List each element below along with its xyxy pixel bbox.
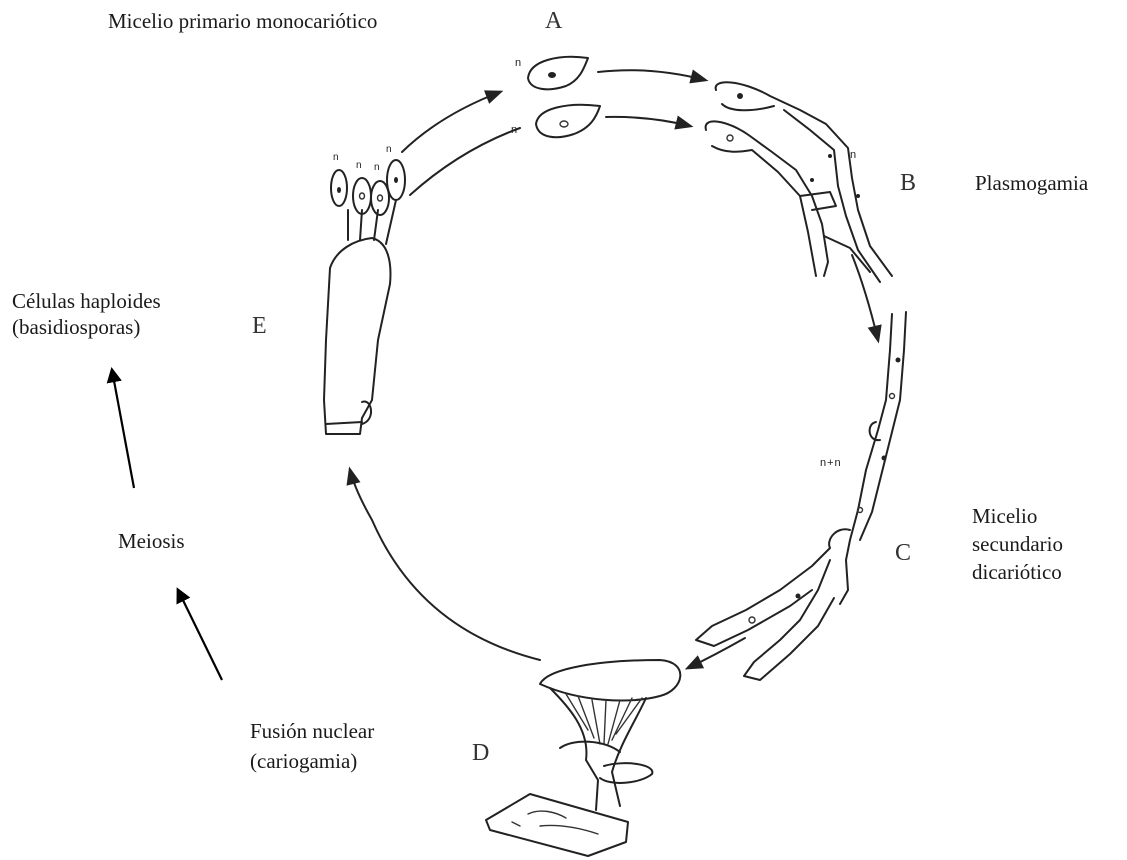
secondary-mycelium-line-3: dicariótico: [972, 558, 1063, 586]
stage-letter-b: B: [900, 170, 917, 197]
cycle-arc-d-to-e: [350, 470, 540, 660]
stage-letter-a: A: [545, 8, 563, 35]
nuclear-fusion-line-2: (cariogamia): [250, 746, 374, 776]
mushroom-d: [486, 660, 680, 856]
hyphae-b: [706, 82, 892, 282]
secondary-mycelium-label: Micelio secundario dicariótico: [972, 502, 1063, 586]
stage-letter-c: C: [895, 540, 912, 567]
secondary-mycelium-line-2: secundario: [972, 530, 1063, 558]
hyphae-c: [696, 312, 906, 680]
cycle-arc-e-to-a-lower: [410, 128, 520, 195]
haploid-cells-line-1: Células haploides: [12, 288, 161, 314]
nuclear-fusion-label: Fusión nuclear (cariogamia): [250, 716, 374, 776]
stage-letter-d: D: [472, 740, 490, 767]
arrow-fusion-to-meiosis: [178, 590, 222, 680]
spore-a-top-mark: n: [515, 57, 521, 69]
cycle-arc-c-to-d: [688, 638, 745, 668]
haploid-cells-line-2: (basidiosporas): [12, 314, 161, 340]
basidiospore-2-mark: n: [356, 160, 362, 171]
cycle-arc-b-to-c: [852, 255, 878, 340]
spore-a-bottom-mark: n: [511, 124, 517, 136]
meiosis-label: Meiosis: [118, 528, 185, 554]
primary-mycelium-label: Micelio primario monocariótico: [108, 8, 377, 34]
basidium-e: [324, 160, 405, 434]
haploid-cells-label: Células haploides (basidiosporas): [12, 288, 161, 340]
cycle-arc-a-to-b-lower: [606, 117, 690, 126]
hypha-b-mark: n: [850, 149, 856, 161]
dikaryon-mark: n+n: [820, 457, 842, 469]
arrow-meiosis-to-haploid: [112, 370, 134, 488]
cycle-arc-a-to-b-upper: [598, 70, 705, 80]
nuclear-fusion-line-1: Fusión nuclear: [250, 716, 374, 746]
spore-a-bottom: [536, 105, 600, 137]
plasmogamy-label: Plasmogamia: [975, 170, 1088, 196]
basidiospore-1-mark: n: [333, 152, 339, 163]
basidiospore-4-mark: n: [386, 144, 392, 155]
stage-letter-e: E: [252, 313, 268, 340]
basidiospore-3-mark: n: [374, 162, 380, 173]
spore-a-top: [528, 57, 588, 89]
secondary-mycelium-line-1: Micelio: [972, 502, 1063, 530]
